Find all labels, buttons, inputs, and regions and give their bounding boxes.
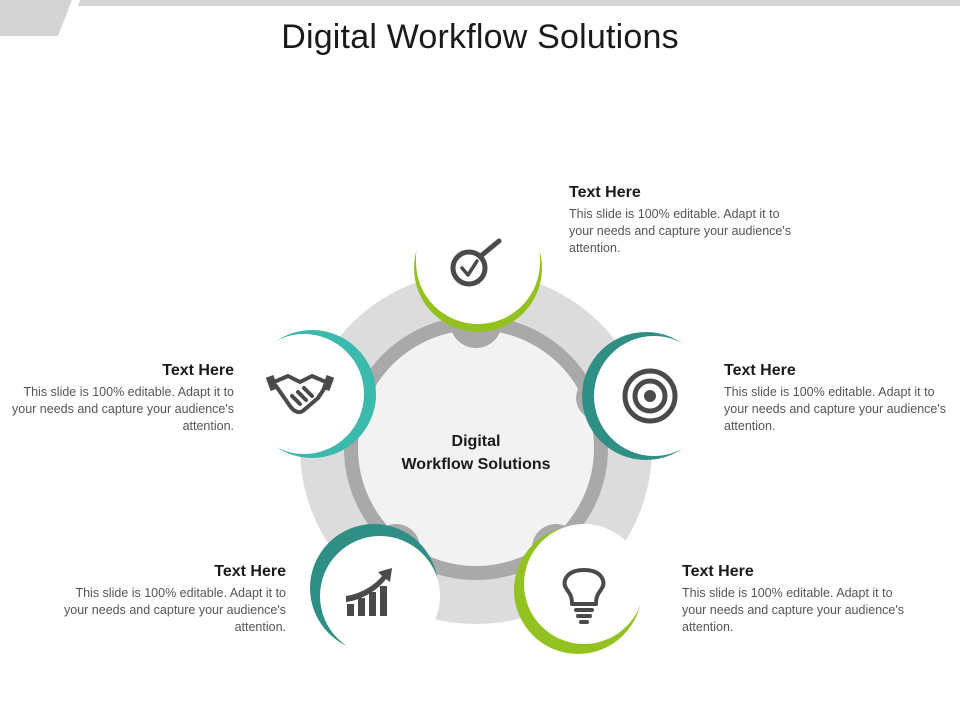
text-block-heading: Text Here — [214, 563, 286, 580]
center-label-line-2: Workflow Solutions — [401, 456, 551, 473]
growth-chart-icon — [346, 568, 392, 616]
text-block-body: This slide is 100% editable. Adapt it to… — [569, 207, 791, 255]
magnifier-check-icon — [450, 238, 502, 287]
text-block-top: Text Here This slide is 100% editable. A… — [569, 184, 799, 257]
center-label-line-1: Digital — [451, 433, 501, 450]
page-title: Digital Workflow Solutions — [281, 18, 679, 56]
text-block-heading: Text Here — [682, 563, 754, 580]
center-label: Digital Workflow Solutions — [366, 430, 586, 476]
top-decorative-bar — [0, 0, 960, 36]
lightbulb-icon — [562, 568, 606, 624]
text-block-bottom-right: Text Here This slide is 100% editable. A… — [682, 563, 912, 636]
node-top — [414, 196, 542, 332]
handshake-icon — [265, 374, 335, 415]
text-block-body: This slide is 100% editable. Adapt it to… — [64, 586, 286, 634]
text-block-body: This slide is 100% editable. Adapt it to… — [724, 385, 946, 433]
text-block-heading: Text Here — [569, 184, 641, 201]
text-block-heading: Text Here — [724, 362, 796, 379]
text-block-body: This slide is 100% editable. Adapt it to… — [12, 385, 234, 433]
hub-circle — [358, 330, 594, 566]
text-block-right: Text Here This slide is 100% editable. A… — [724, 362, 954, 435]
text-block-heading: Text Here — [162, 362, 234, 379]
text-block-body: This slide is 100% editable. Adapt it to… — [682, 586, 904, 634]
node-bottom-right — [514, 524, 644, 654]
text-block-left: Text Here This slide is 100% editable. A… — [4, 362, 234, 435]
target-icon — [622, 368, 678, 424]
text-block-bottom-left: Text Here This slide is 100% editable. A… — [56, 563, 286, 636]
